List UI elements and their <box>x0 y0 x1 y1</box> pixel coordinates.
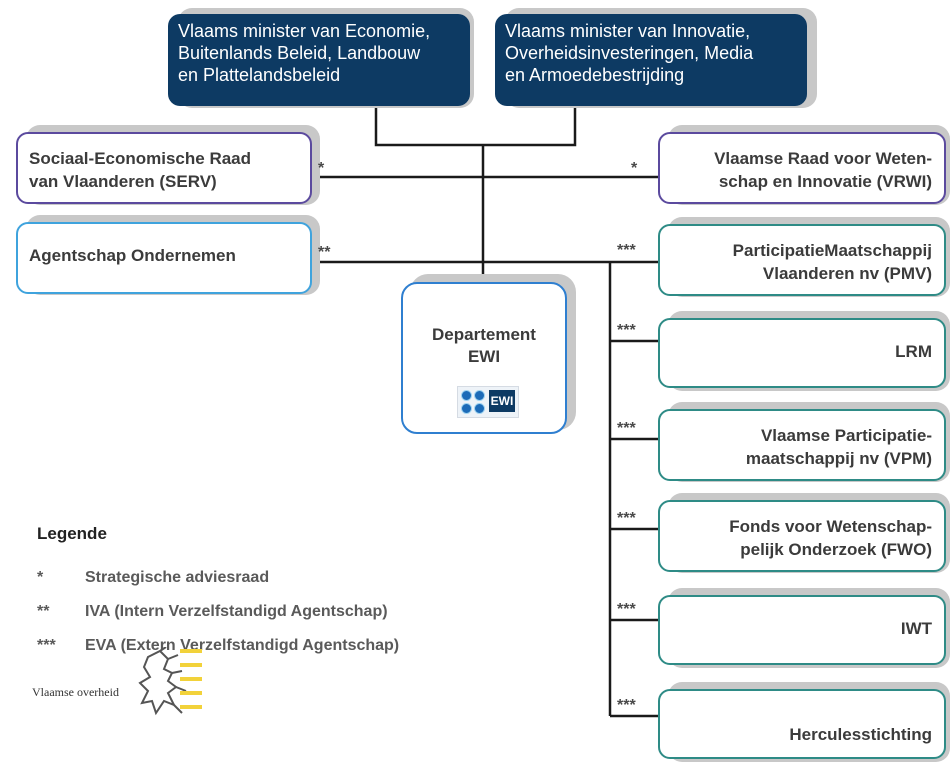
departement-line-1: Departement <box>432 325 536 344</box>
lion-icon <box>138 647 187 716</box>
iwt-mark: *** <box>617 601 636 618</box>
minister-economie-line-2: Buitenlands Beleid, Landbouw <box>178 43 421 63</box>
fwo-line-2: pelijk Onderzoek (FWO) <box>740 540 932 559</box>
legend-item-iva: ** IVA (Intern Verzelfstandigd Agentschap… <box>37 603 388 621</box>
legend-symbol: ** <box>37 603 50 620</box>
logo-bars <box>180 649 202 719</box>
lrm-box: LRM <box>658 318 946 388</box>
ministers-connector <box>374 107 577 147</box>
serv-line-1: Sociaal-Economische Raad <box>29 149 252 168</box>
lrm-line-1: LRM <box>895 342 932 361</box>
agentschap-ondernemen-line-1: Agentschap Ondernemen <box>29 246 236 265</box>
herculesstichting-line-1: Herculesstichting <box>789 725 932 744</box>
pmv-line-2: Vlaanderen nv (PMV) <box>762 264 932 283</box>
pmv-mark: *** <box>617 242 636 259</box>
minister-innovatie-line-1: Vlaams minister van Innovatie, <box>505 21 751 41</box>
minister-economie-line-1: Vlaams minister van Economie, <box>178 21 431 41</box>
pmv-box: ParticipatieMaatschappij Vlaanderen nv (… <box>658 224 946 296</box>
fwo-line-1: Fonds voor Wetenschap- <box>729 517 932 536</box>
fwo-box: Fonds voor Wetenschap- pelijk Onderzoek … <box>658 500 946 572</box>
vlaamse-overheid-text: Vlaamse overheid <box>32 685 119 699</box>
minister-innovatie-box: Vlaams minister van Innovatie, Overheids… <box>495 14 807 106</box>
minister-economie-box: Vlaams minister van Economie, Buitenland… <box>168 14 470 106</box>
legend-symbol: *** <box>37 637 56 654</box>
vpm-box: Vlaamse Participatie- maatschappij nv (V… <box>658 409 946 481</box>
vlaamse-overheid-logo: Vlaamse overheid <box>30 645 210 725</box>
vrwi-box: Vlaamse Raad voor Weten- schap en Innova… <box>658 132 946 204</box>
agentschap-ondernemen-mark: ** <box>318 244 331 261</box>
vrwi-line-2: schap en Innovatie (VRWI) <box>718 172 932 191</box>
minister-innovatie-line-2: Overheidsinvesteringen, Media <box>505 43 754 63</box>
pmv-line-1: ParticipatieMaatschappij <box>732 241 932 260</box>
ewi-logo-icon: EWI <box>457 386 519 418</box>
vpm-line-2: maatschappij nv (VPM) <box>745 449 932 468</box>
fwo-mark: *** <box>617 510 636 527</box>
legend-label: IVA (Intern Verzelfstandigd Agentschap) <box>85 603 388 620</box>
serv-mark: * <box>318 160 325 177</box>
iwt-line-1: IWT <box>900 619 932 638</box>
vpm-mark: *** <box>617 420 636 437</box>
vpm-line-1: Vlaamse Participatie- <box>760 426 932 445</box>
minister-innovatie-line-3: en Armoedebestrijding <box>505 65 685 85</box>
vrwi-line-1: Vlaamse Raad voor Weten- <box>714 149 932 168</box>
vrwi-mark: * <box>631 160 638 177</box>
departement-ewi-box: Departement EWI EWI <box>401 282 567 434</box>
lrm-mark: *** <box>617 322 636 339</box>
legend-label: Strategische adviesraad <box>85 569 270 586</box>
ewi-logo-label: EWI <box>489 390 515 412</box>
iwt-box: IWT <box>658 595 946 665</box>
legend-item-strategische-adviesraad: * Strategische adviesraad <box>37 569 269 587</box>
hercules-mark: *** <box>617 697 636 714</box>
serv-box: Sociaal-Economische Raad van Vlaanderen … <box>16 132 312 204</box>
minister-economie-line-3: en Plattelandsbeleid <box>178 65 341 85</box>
departement-line-2: EWI <box>467 347 501 366</box>
agentschap-ondernemen-box: Agentschap Ondernemen <box>16 222 312 294</box>
legend-title: Legende <box>37 524 107 543</box>
legend-symbol: * <box>37 569 44 586</box>
herculesstichting-box: Herculesstichting <box>658 689 946 759</box>
serv-line-2: van Vlaanderen (SERV) <box>29 172 217 191</box>
